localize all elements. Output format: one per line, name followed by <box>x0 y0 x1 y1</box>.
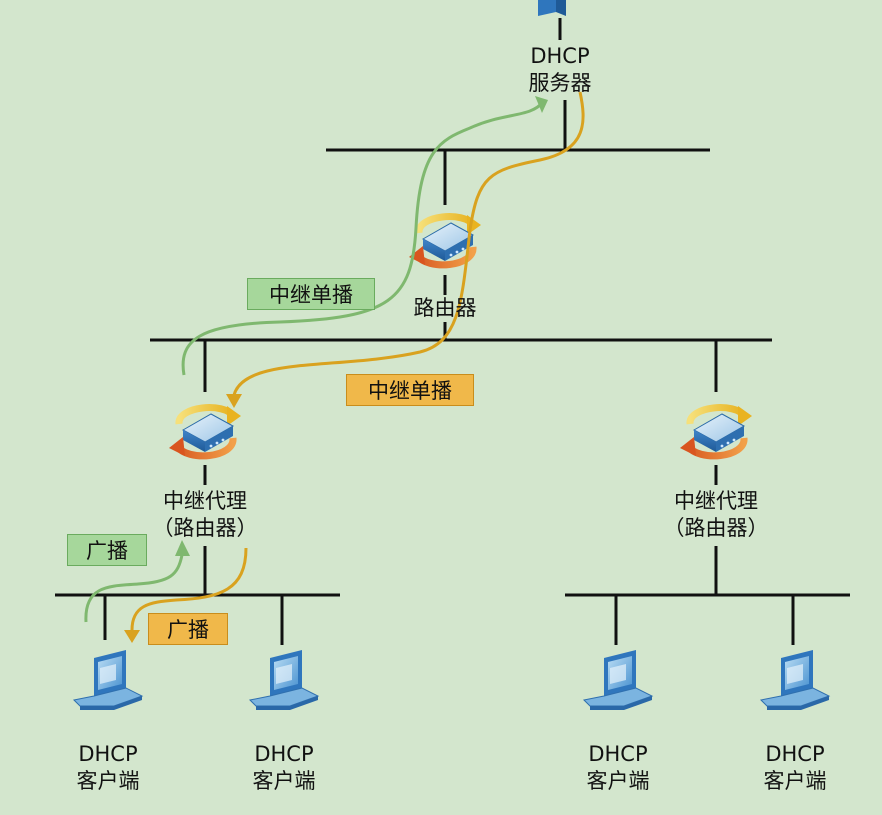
client-label-line1: DHCP <box>588 742 648 766</box>
relay-agent-right-line2: （路由器） <box>663 516 769 540</box>
client-label: DHCP 客户端 <box>58 741 158 795</box>
relay-agent-left-icon <box>169 406 241 456</box>
relay-agent-left-line2: （路由器） <box>152 516 258 540</box>
laptop-icon <box>760 649 830 711</box>
relay-unicast-request-tag: 中继单播 <box>247 278 375 310</box>
relay-agent-right-label: 中继代理 （路由器） <box>651 488 781 542</box>
client-label-line1: DHCP <box>254 742 314 766</box>
client-label-line2: 客户端 <box>76 769 140 793</box>
client-label-line2: 客户端 <box>252 769 316 793</box>
relay-agent-left-line1: 中继代理 <box>163 489 247 513</box>
relay-agent-right-line1: 中继代理 <box>674 489 758 513</box>
laptop-icon <box>73 649 143 711</box>
client-label: DHCP 客户端 <box>568 741 668 795</box>
request-arrow-head <box>535 96 548 113</box>
reply-arrow-head <box>226 394 242 408</box>
broadcast-request-tag: 广播 <box>67 534 147 566</box>
laptop-icon <box>249 649 319 711</box>
request-arrow-head <box>175 540 190 556</box>
router-label: 路由器 <box>413 296 477 320</box>
reply-path-arrow <box>130 91 585 631</box>
laptop-icon <box>583 649 653 711</box>
client-label-line1: DHCP <box>78 742 138 766</box>
relay-agent-right-icon <box>680 406 752 456</box>
relay-agent-left-label: 中继代理 （路由器） <box>140 488 270 542</box>
client-label: DHCP 客户端 <box>745 741 845 795</box>
server-label-line2: 服务器 <box>528 71 592 95</box>
client-label: DHCP 客户端 <box>234 741 334 795</box>
client-label-line2: 客户端 <box>763 769 827 793</box>
broadcast-reply-tag: 广播 <box>148 613 228 645</box>
client-label-line1: DHCP <box>765 742 825 766</box>
server-icon <box>538 0 566 40</box>
request-path-arrow <box>84 100 545 623</box>
server-label-line1: DHCP <box>530 44 590 68</box>
relay-unicast-reply-tag: 中继单播 <box>346 374 474 406</box>
server-label: DHCP 服务器 <box>510 43 610 97</box>
network-lines <box>55 100 850 645</box>
reply-arrow-head <box>124 630 140 643</box>
client-label-line2: 客户端 <box>586 769 650 793</box>
